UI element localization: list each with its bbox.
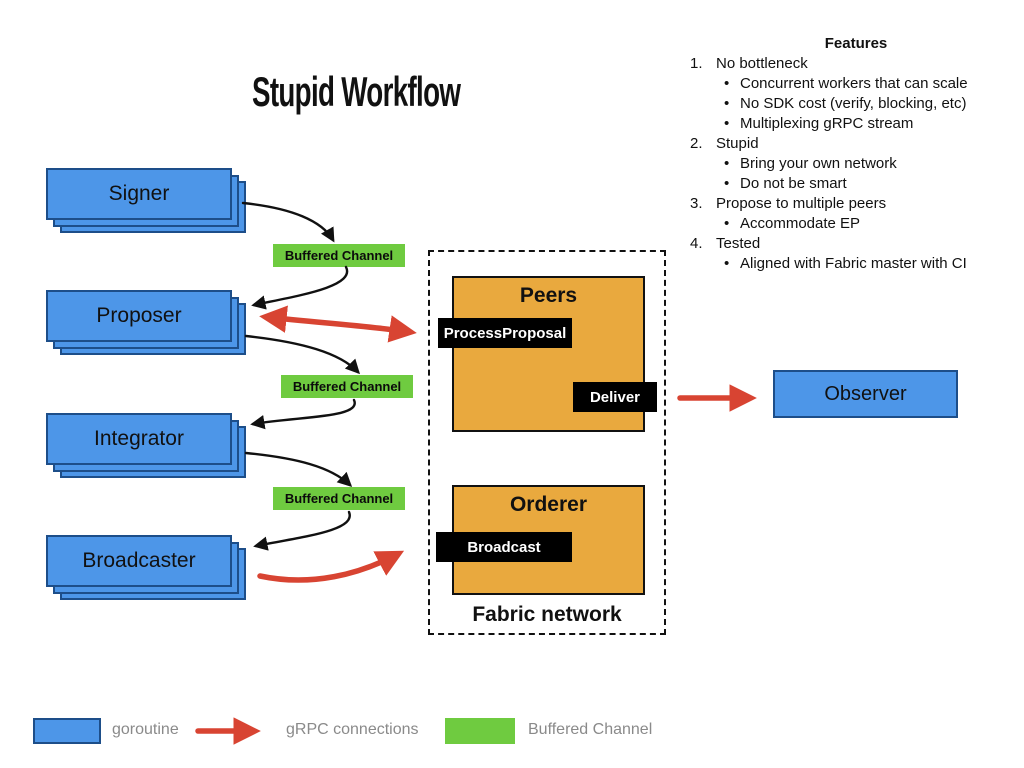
legend-grpc-label: gRPC connections xyxy=(286,721,419,738)
arrow-channel2-to-integrator xyxy=(250,398,356,430)
node-signer-box: Signer xyxy=(46,168,232,220)
feature-marker: 2. xyxy=(690,135,703,152)
legend: goroutine gRPC connections Buffered Chan… xyxy=(0,712,1024,752)
fabric-network-box: Peers Orderer ProcessProposal Deliver Br… xyxy=(428,250,666,635)
feature-item: • Aligned with Fabric master with CI xyxy=(690,254,1022,274)
legend-goroutine-label: goroutine xyxy=(112,721,179,738)
feature-item: • Multiplexing gRPC stream xyxy=(690,114,1022,134)
buffered-channel-1: Buffered Channel xyxy=(273,244,405,267)
feature-text: Tested xyxy=(716,235,761,252)
process-proposal-label: ProcessProposal xyxy=(438,318,572,348)
orderer-label: Orderer xyxy=(509,493,588,516)
node-integrator: Integrator xyxy=(46,413,246,479)
feature-text: No SDK cost (verify, blocking, etc) xyxy=(740,95,967,112)
features-heading: Features xyxy=(824,35,888,52)
node-broadcaster: Broadcaster xyxy=(46,535,246,601)
node-broadcaster-box: Broadcaster xyxy=(46,535,232,587)
deliver-label: Deliver xyxy=(573,382,657,412)
legend-buffered-label: Buffered Channel xyxy=(528,721,653,738)
buffered-channel-2: Buffered Channel xyxy=(281,375,413,398)
feature-item: 4. Tested xyxy=(690,234,1022,254)
feature-marker: 1. xyxy=(690,55,703,72)
bullet-icon: • xyxy=(724,215,730,232)
feature-text: Multiplexing gRPC stream xyxy=(740,115,914,132)
node-signer: Signer xyxy=(46,168,246,234)
features-panel: Features 1. No bottleneck • Concurrent wor… xyxy=(690,34,1022,274)
buffered-channel-swatch xyxy=(445,718,515,744)
feature-text: Bring your own network xyxy=(740,155,897,172)
feature-text: Concurrent workers that can scale xyxy=(740,75,968,92)
node-integrator-box: Integrator xyxy=(46,413,232,465)
feature-item: • Accommodate EP xyxy=(690,214,1022,234)
feature-item: 1. No bottleneck xyxy=(690,54,1022,74)
feature-marker: 4. xyxy=(690,235,703,252)
feature-text: Aligned with Fabric master with CI xyxy=(740,255,967,272)
arrow-channel1-to-proposer xyxy=(251,265,349,310)
feature-text: Do not be smart xyxy=(740,175,847,192)
feature-text: Propose to multiple peers xyxy=(716,195,887,212)
bullet-icon: • xyxy=(724,115,730,132)
feature-item: • Bring your own network xyxy=(690,154,1022,174)
broadcast-label: Broadcast xyxy=(436,532,572,562)
page-title: Stupid Workflow xyxy=(252,68,461,115)
buffered-channel-3: Buffered Channel xyxy=(273,487,405,510)
bullet-icon: • xyxy=(724,95,730,112)
grpc-arrow-broadcaster-broadcast xyxy=(257,550,405,583)
node-label: Proposer xyxy=(96,304,182,327)
bullet-icon: • xyxy=(724,255,730,272)
bullet-icon: • xyxy=(724,155,730,172)
feature-text: No bottleneck xyxy=(716,55,808,72)
feature-item: • Do not be smart xyxy=(690,174,1022,194)
arrow-integrator-to-channel3 xyxy=(244,451,353,487)
feature-item: • No SDK cost (verify, blocking, etc) xyxy=(690,94,1022,114)
feature-item: 3. Propose to multiple peers xyxy=(690,194,1022,214)
node-label: Observer xyxy=(824,382,907,405)
arrow-proposer-to-channel2 xyxy=(244,334,360,375)
fabric-network-label: Fabric network xyxy=(472,603,622,626)
node-observer: Observer xyxy=(773,370,958,418)
node-label: Integrator xyxy=(94,427,184,450)
arrow-signer-to-channel1 xyxy=(241,201,335,243)
feature-item: 2. Stupid xyxy=(690,134,1022,154)
arrow-channel3-to-broadcaster xyxy=(253,510,351,551)
node-proposer-box: Proposer xyxy=(46,290,232,342)
goroutine-swatch xyxy=(33,718,101,744)
bullet-icon: • xyxy=(724,175,730,192)
feature-item: • Concurrent workers that can scale xyxy=(690,74,1022,94)
grpc-arrow-proposer-processproposal xyxy=(259,305,417,343)
feature-text: Stupid xyxy=(716,135,759,152)
feature-marker: 3. xyxy=(690,195,703,212)
node-label: Signer xyxy=(108,182,170,205)
feature-text: Accommodate EP xyxy=(740,215,861,232)
node-label: Broadcaster xyxy=(82,549,196,572)
peers-label: Peers xyxy=(519,284,578,307)
node-proposer: Proposer xyxy=(46,290,246,356)
bullet-icon: • xyxy=(724,75,730,92)
